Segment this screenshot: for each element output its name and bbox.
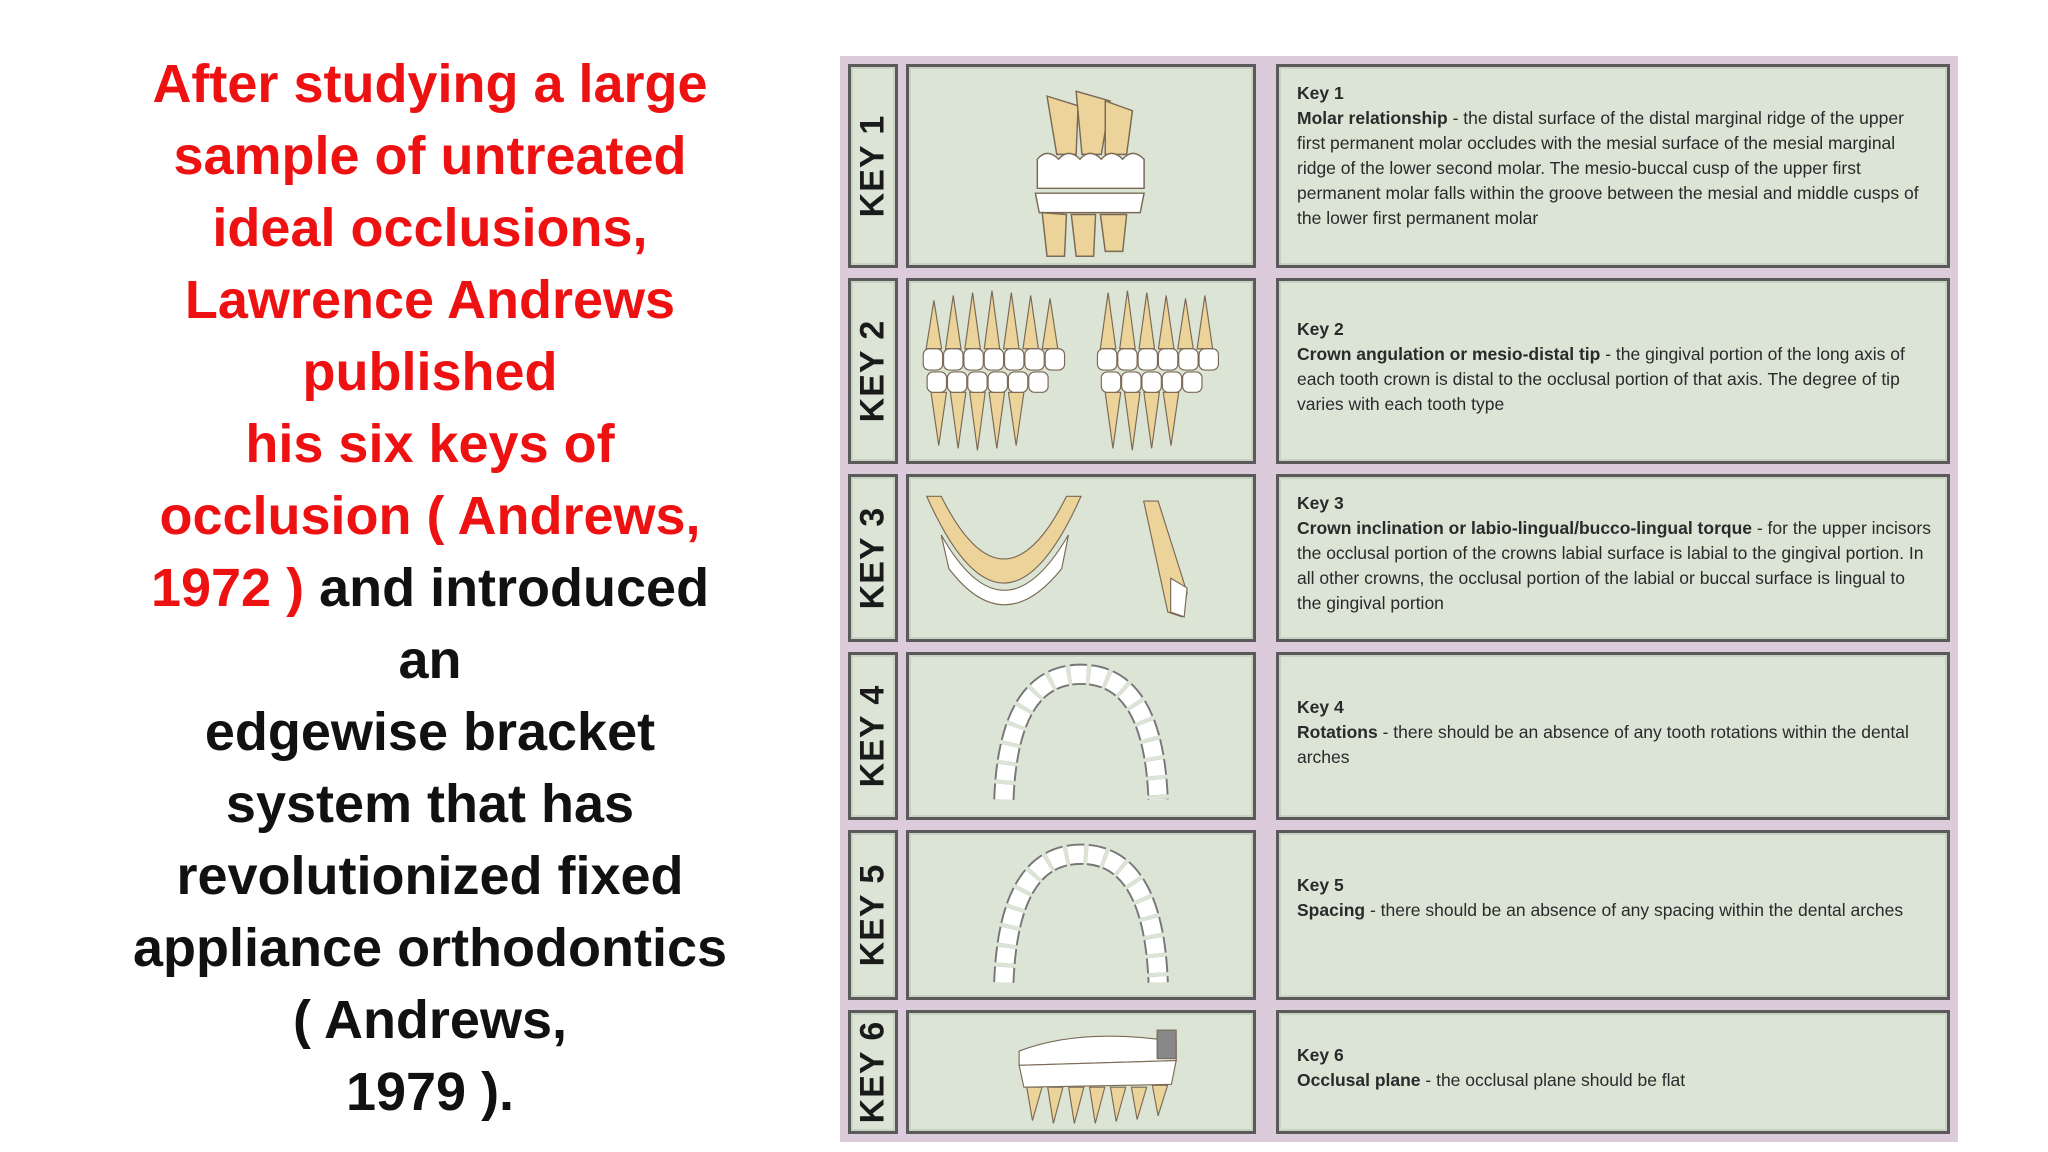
- key-row-6: KEY 6 Key 6 Occlusal plane - the occlusa…: [848, 1010, 1950, 1134]
- six-keys-figure: KEY 1 Key 1 Molar relationship - the dis…: [840, 56, 1958, 1142]
- text-line: Lawrence Andrews: [85, 264, 775, 336]
- key-description: Key 6 Occlusal plane - the occlusal plan…: [1276, 1010, 1950, 1134]
- key-label: KEY 1: [853, 114, 892, 218]
- text-line: system that has: [85, 768, 775, 840]
- text-segment: and introduced: [304, 558, 710, 618]
- text-segment: 1979 ).: [345, 1062, 515, 1122]
- text-segment: an: [398, 630, 462, 690]
- key-label: KEY 3: [853, 506, 892, 610]
- key-row-5: KEY 5 Key 5 Spacing - there should be an…: [848, 830, 1950, 1000]
- key-description: Key 5 Spacing - there should be an absen…: [1276, 830, 1950, 1000]
- key-label-cell: KEY 6: [848, 1010, 898, 1134]
- key-description: Key 3 Crown inclination or labio-lingual…: [1276, 474, 1950, 642]
- key-text: - the distal surface of the distal margi…: [1297, 108, 1919, 228]
- text-segment: ( Andrews,: [292, 990, 568, 1050]
- text-segment: edgewise bracket: [204, 702, 656, 762]
- key-row-3: KEY 3 Key 3 Crown inclination or labio-l…: [848, 474, 1950, 642]
- key-description: Key 1 Molar relationship - the distal su…: [1276, 64, 1950, 268]
- text-segment: system that has: [225, 774, 635, 834]
- left-text-block: After studying a large sample of untreate…: [85, 48, 775, 1128]
- key-term: Rotations: [1297, 722, 1378, 742]
- text-segment: his six keys of: [245, 414, 615, 474]
- text-line: ideal occlusions,: [85, 192, 775, 264]
- molar-relationship-illustration: [906, 64, 1256, 268]
- text-segment: 1972 ): [150, 558, 305, 618]
- occlusal-plane-illustration: [906, 1010, 1256, 1134]
- key-term: Occlusal plane: [1297, 1070, 1421, 1090]
- key-label: KEY 5: [853, 863, 892, 967]
- text-segment: sample of untreated: [173, 126, 687, 186]
- key-label-cell: KEY 4: [848, 652, 898, 820]
- text-segment: published: [302, 342, 558, 402]
- crown-angulation-illustration: [906, 278, 1256, 464]
- text-line: After studying a large: [85, 48, 775, 120]
- key-title: Key 2: [1297, 319, 1344, 339]
- crown-inclination-illustration: [906, 474, 1256, 642]
- molar-relationship-icon: [1034, 90, 1145, 257]
- text-line: his six keys of: [85, 408, 775, 480]
- key-label-cell: KEY 1: [848, 64, 898, 268]
- text-segment: ideal occlusions,: [212, 198, 648, 258]
- crown-angulation-icon: [922, 290, 1219, 451]
- key-title: Key 5: [1297, 875, 1344, 895]
- key-label-cell: KEY 5: [848, 830, 898, 1000]
- key-title: Key 1: [1297, 83, 1344, 103]
- dental-arch-rotations-illustration: [906, 652, 1256, 820]
- key-description: Key 4 Rotations - there should be an abs…: [1276, 652, 1950, 820]
- dental-arch-spacing-icon: [993, 843, 1169, 983]
- key-term: Crown angulation or mesio-distal tip: [1297, 344, 1601, 364]
- text-line: appliance orthodontics: [85, 912, 775, 984]
- key-label: KEY 4: [853, 684, 892, 788]
- text-line: published: [85, 336, 775, 408]
- text-line: edgewise bracket: [85, 696, 775, 768]
- key-text: - the occlusal plane should be flat: [1420, 1070, 1686, 1090]
- key-title: Key 4: [1297, 697, 1344, 717]
- text-line: an: [85, 624, 775, 696]
- key-label: KEY 6: [853, 1020, 892, 1124]
- dental-arch-spacing-illustration: [906, 830, 1256, 1000]
- key-text: - there should be an absence of any spac…: [1365, 900, 1904, 920]
- occlusal-plane-icon: [1018, 1029, 1177, 1124]
- text-line: sample of untreated: [85, 120, 775, 192]
- text-line: revolutionized fixed: [85, 840, 775, 912]
- key-row-1: KEY 1 Key 1 Molar relationship - the dis…: [848, 64, 1950, 268]
- text-segment: revolutionized fixed: [176, 846, 684, 906]
- key-title: Key 3: [1297, 493, 1344, 513]
- key-row-4: KEY 4 Key 4 Rotations - there should be …: [848, 652, 1950, 820]
- key-title: Key 6: [1297, 1045, 1344, 1065]
- key-text: - the gingival portion of the long axis …: [1297, 344, 1905, 414]
- key-label-cell: KEY 2: [848, 278, 898, 464]
- text-line: occlusion ( Andrews,: [85, 480, 775, 552]
- text-segment: occlusion ( Andrews,: [159, 486, 701, 546]
- text-line: ( Andrews,: [85, 984, 775, 1056]
- crown-inclination-icon: [925, 495, 1188, 618]
- text-segment: Lawrence Andrews: [184, 270, 676, 330]
- text-segment: appliance orthodontics: [132, 918, 728, 978]
- key-term: Spacing: [1297, 900, 1366, 920]
- key-label: KEY 2: [853, 319, 892, 423]
- text-line: 1972 ) and introduced: [85, 552, 775, 624]
- dental-arch-rotations-icon: [993, 663, 1169, 801]
- key-term: Molar relationship: [1297, 108, 1448, 128]
- key-text: - for the upper incisors the occlusal po…: [1297, 518, 1931, 613]
- key-row-2: KEY 2: [848, 278, 1950, 464]
- key-term: Crown inclination or labio-lingual/bucco…: [1297, 518, 1752, 538]
- key-description: Key 2 Crown angulation or mesio-distal t…: [1276, 278, 1950, 464]
- text-segment: After studying a large: [152, 54, 708, 114]
- text-line: 1979 ).: [85, 1056, 775, 1128]
- key-text: - there should be an absence of any toot…: [1297, 722, 1909, 767]
- key-label-cell: KEY 3: [848, 474, 898, 642]
